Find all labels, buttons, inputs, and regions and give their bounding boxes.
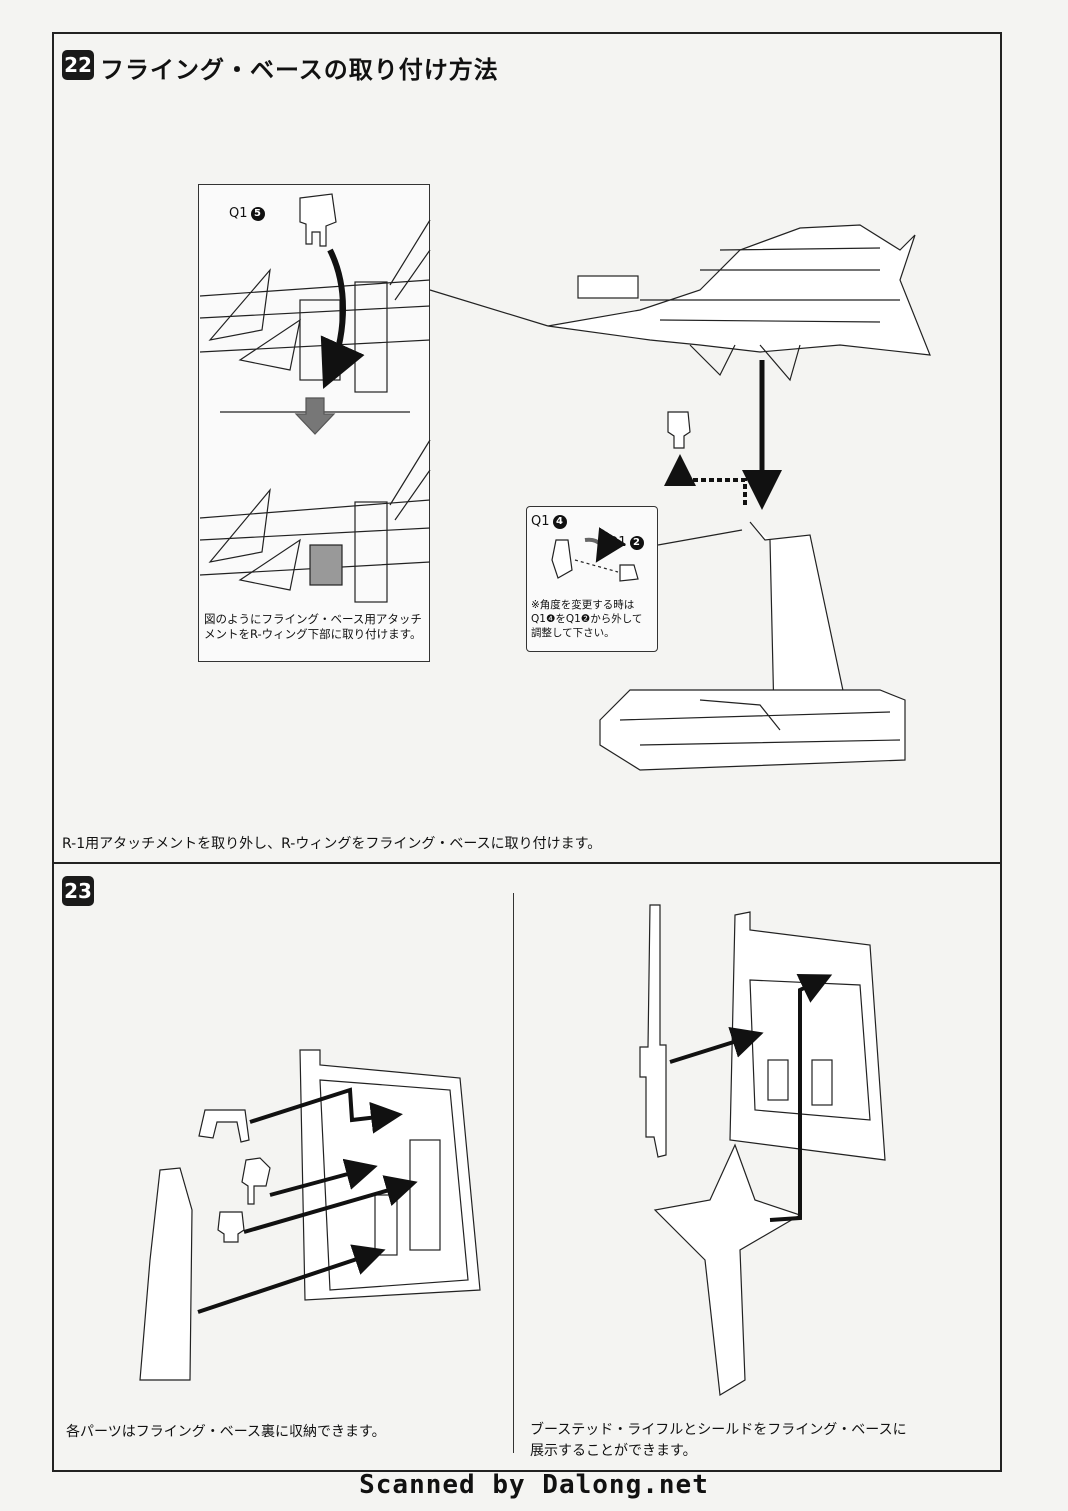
step-23-caption-right-2: 展示することができます。	[530, 1443, 697, 1459]
part-code: Q1	[229, 206, 248, 221]
part-number-badge: 4	[552, 514, 567, 529]
part-number-badge: 5	[250, 206, 265, 221]
page-frame	[52, 32, 1002, 1472]
inset-note: 図のようにフライング・ベース用アタッチメントをR-ウィング下部に取り付けます。	[204, 612, 422, 641]
angle-note: ※角度を変更する時はQ1❹をQ1❷から外して調整して下さい。	[531, 599, 643, 639]
step-22-title: フライング・ベースの取り付け方法	[100, 56, 499, 84]
step-23-caption-left: 各パーツはフライング・ベース裏に収納できます。	[66, 1424, 386, 1440]
down-arrow-icon	[294, 397, 336, 435]
boosted-rifle	[639, 904, 667, 1158]
joint-part-icon	[241, 1157, 271, 1205]
column-divider	[513, 893, 514, 1453]
wing-lower-sketch	[199, 439, 431, 603]
r-wing-aircraft	[547, 224, 931, 382]
detail-part-a-label: Q1 4	[531, 514, 567, 529]
step-22-badge: 22	[62, 50, 94, 80]
step-23-badge: 23	[62, 876, 94, 906]
base-display-view	[729, 911, 886, 1161]
flying-base-stand	[599, 521, 906, 771]
step-22-caption: R-1用アタッチメントを取り外し、R-ウィングをフライング・ベースに取り付けます…	[62, 836, 602, 852]
step-23-caption-right-1: ブーステッド・ライフルとシールドをフライング・ベースに	[530, 1422, 907, 1438]
attachment-part-icon	[299, 193, 337, 247]
attachment-part-small-icon	[667, 411, 691, 449]
base-back-view	[299, 1049, 481, 1301]
r-wing-shield	[653, 1143, 802, 1396]
scan-credit: Scanned by Dalong.net	[359, 1470, 709, 1500]
attachment-part-icon-2	[217, 1211, 245, 1243]
install-arrow	[320, 248, 365, 389]
shield-part	[139, 1167, 193, 1381]
part-code: Q1	[531, 514, 550, 529]
wing-upper-sketch	[199, 219, 431, 393]
section-divider	[52, 862, 1002, 864]
clip-part-icon	[198, 1109, 250, 1143]
inset-part-label: Q1 5	[229, 206, 265, 221]
part-number-badge: 2	[629, 535, 644, 550]
